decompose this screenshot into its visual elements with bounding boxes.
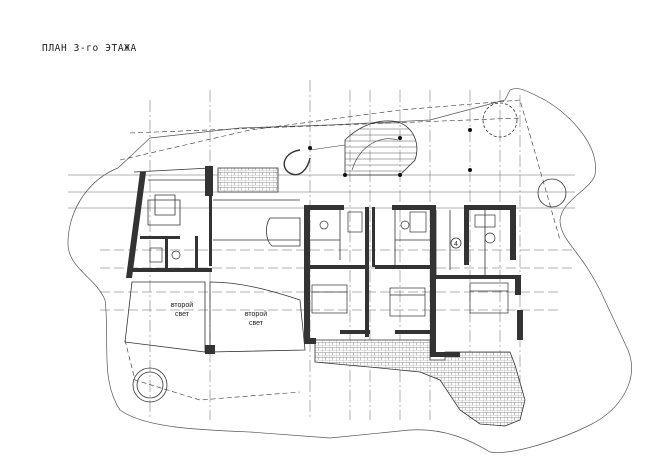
svg-text:второй: второй	[171, 301, 193, 309]
partitions	[147, 179, 486, 275]
furniture	[149, 211, 509, 317]
spiral-stair	[283, 120, 418, 176]
double-height-zones	[124, 167, 306, 353]
plan-title: ПЛАН 3-го ЭТАЖА	[42, 43, 137, 54]
room-label-1: второй свет	[171, 301, 193, 318]
tiled-terraces	[217, 167, 526, 427]
column-points	[308, 128, 472, 177]
section-marker: 4	[450, 237, 462, 249]
site-boundary	[67, 88, 632, 453]
svg-text:второй: второй	[245, 310, 267, 318]
round-features	[132, 102, 567, 403]
walls	[126, 166, 523, 357]
room-label-2: второй свет	[245, 310, 267, 327]
svg-text:свет: свет	[175, 311, 190, 318]
svg-text:свет: свет	[249, 320, 264, 327]
svg-text:4: 4	[454, 241, 458, 248]
